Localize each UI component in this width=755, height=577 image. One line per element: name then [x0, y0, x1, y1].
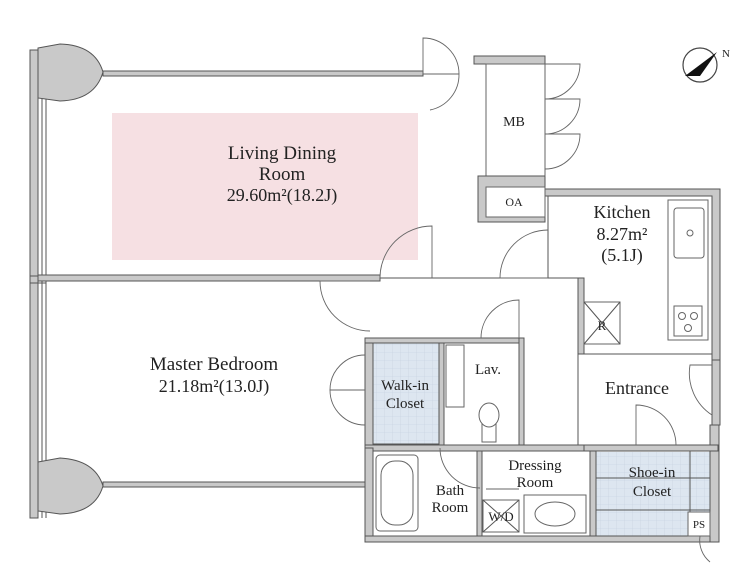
- shoein-closet-line1: Shoe-in: [629, 465, 676, 481]
- lav-vanity: [445, 344, 465, 408]
- shoein-closet-line2: Closet: [633, 484, 672, 500]
- entrance-name: Entrance: [605, 378, 669, 398]
- column-top: [37, 43, 104, 102]
- core-walls: [364, 337, 720, 543]
- north-arrow-icon: [682, 47, 718, 83]
- wall-bottom: [102, 481, 366, 488]
- bath-room-line2: Room: [432, 500, 469, 516]
- mb-label: MB: [503, 115, 525, 130]
- fridge-label: R: [598, 318, 607, 333]
- kitchen-tatami: (5.1J): [601, 245, 643, 266]
- living-room-area: 29.60m²(18.2J): [227, 185, 337, 206]
- wall-top: [102, 70, 424, 77]
- ps-box: [687, 511, 711, 537]
- walkin-closet-line2: Closet: [386, 396, 425, 412]
- walkin-closet-fill: [373, 343, 439, 444]
- doors: [319, 37, 713, 563]
- dressing-room-line1: Dressing: [508, 458, 562, 474]
- living-room-name-line1: Living Dining: [228, 143, 337, 164]
- kitchen-area: 8.27m²: [597, 224, 648, 244]
- dressing-sink: [523, 494, 587, 534]
- dressing-room-line2: Room: [517, 475, 554, 491]
- kitchen-counter: [667, 199, 709, 341]
- living-room-name-line2: Room: [259, 164, 306, 185]
- ps-label: PS: [693, 519, 705, 531]
- fridge-box: [583, 301, 621, 345]
- wall-entrance: [711, 359, 721, 426]
- column-bottom: [37, 457, 104, 515]
- wall-living-bedroom: [37, 274, 381, 282]
- window-strip: [29, 49, 47, 519]
- bedroom-name: Master Bedroom: [150, 354, 278, 375]
- kitchen-walls: [547, 196, 712, 355]
- living-room-highlight: [112, 113, 418, 260]
- walkin-closet-line1: Walk-in: [381, 378, 429, 394]
- compass-label: N: [722, 48, 730, 60]
- mb-oa-block: [473, 55, 721, 361]
- bath-room-line1: Bath: [436, 483, 465, 499]
- lav-name: Lav.: [475, 362, 501, 378]
- bedroom-area: 21.18m²(13.0J): [159, 376, 269, 397]
- bathtub: [375, 454, 419, 532]
- oa-label: OA: [505, 195, 523, 209]
- toilet: [478, 402, 500, 443]
- kitchen-name: Kitchen: [594, 202, 651, 222]
- wd-label: W/D: [488, 509, 513, 524]
